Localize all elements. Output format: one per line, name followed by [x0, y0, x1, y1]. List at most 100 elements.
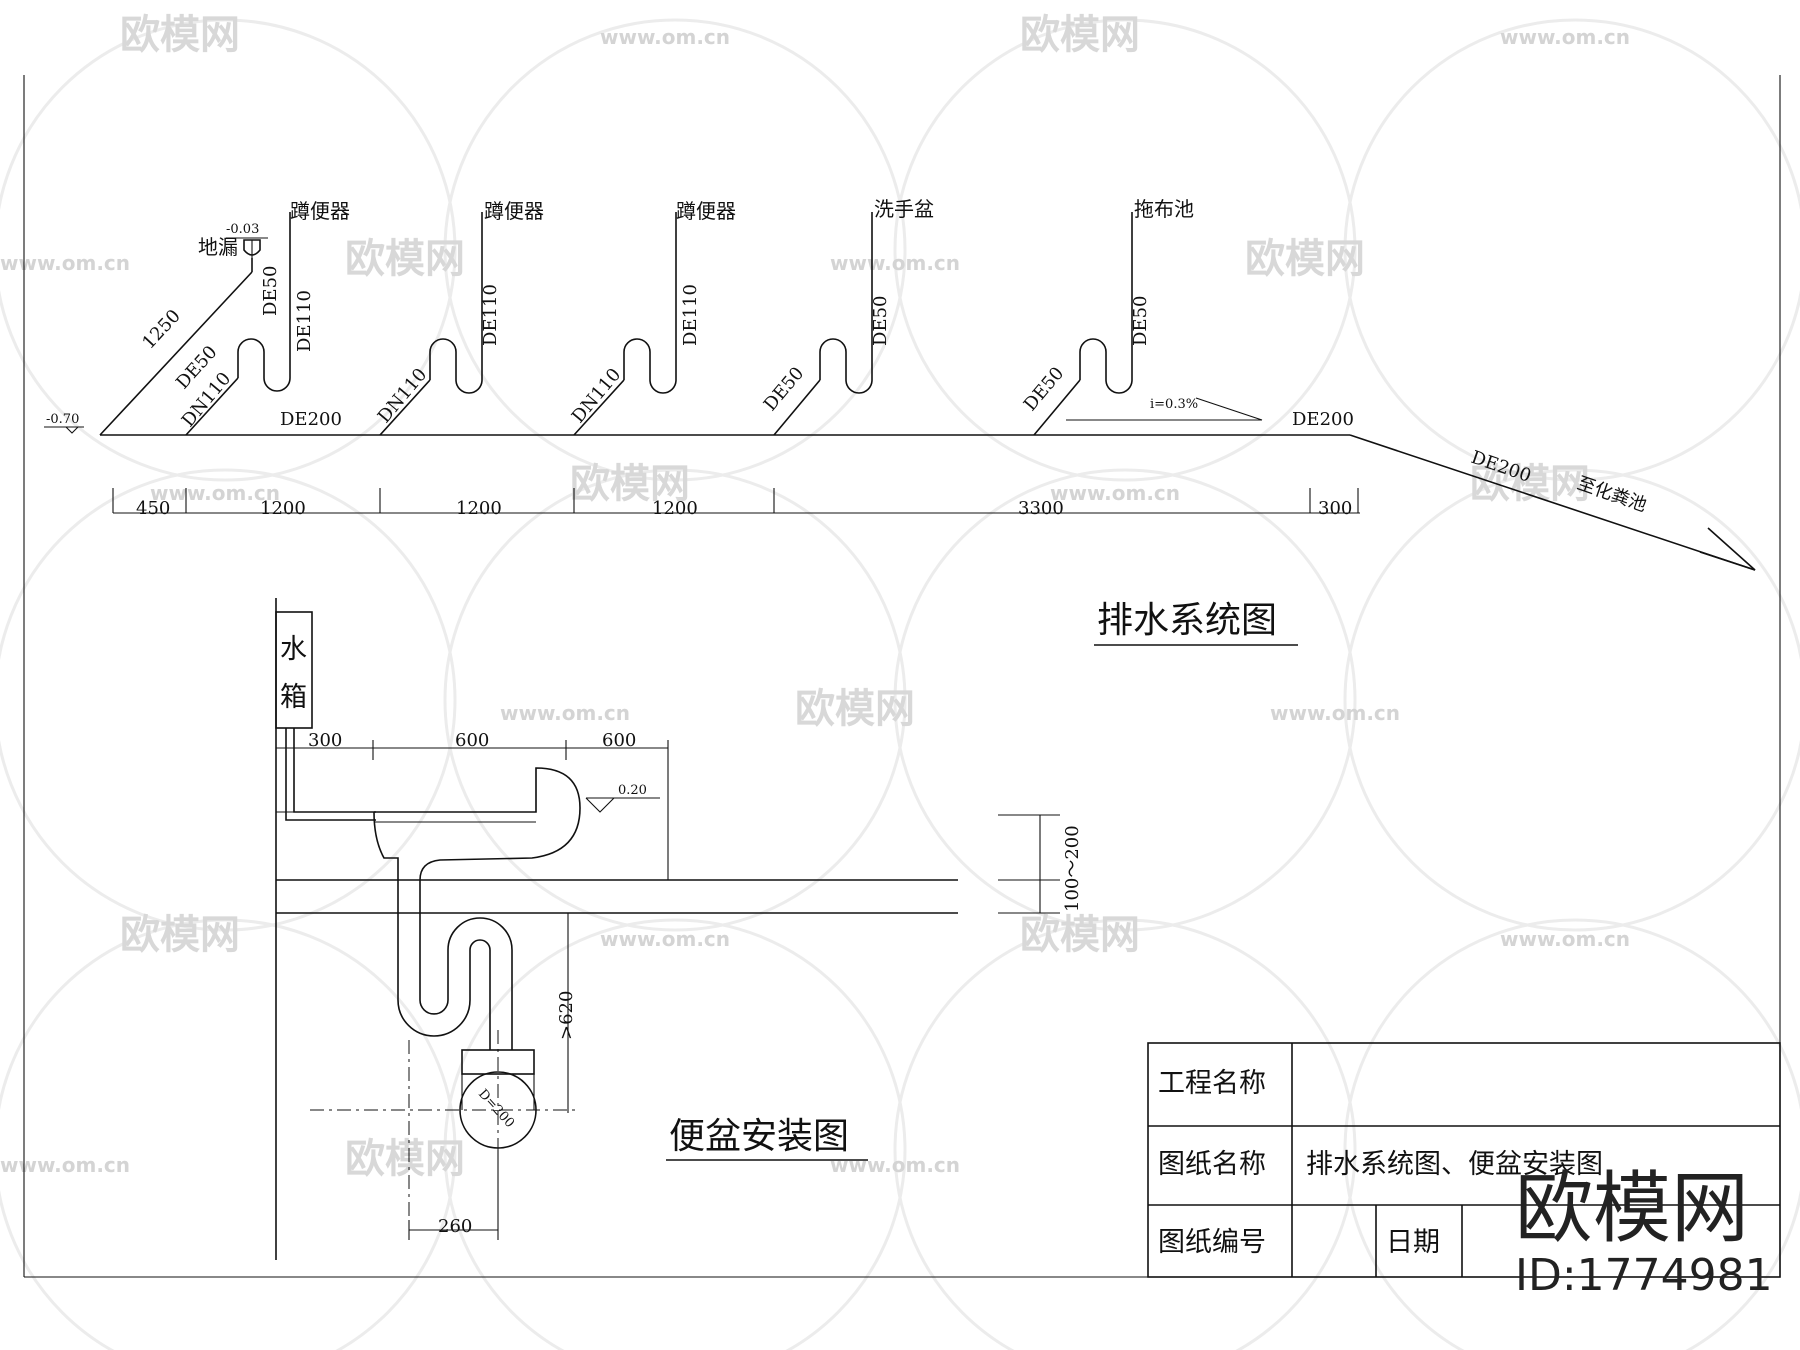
riser-label-1: DE110	[294, 290, 315, 352]
dim-6: 300	[1318, 498, 1352, 519]
watermark-circle	[443, 468, 907, 932]
diag-length-label: 1250	[138, 306, 185, 354]
watermark-url: www.om.cn	[0, 251, 130, 275]
main-label-right: DE200	[1292, 409, 1354, 430]
start-level: -0.70	[46, 412, 79, 427]
pipe-dim: D=200	[475, 1087, 517, 1131]
branch-label-3: DN110	[568, 364, 626, 427]
watermark-logo: 欧模网	[345, 236, 465, 282]
toilet-diagram-title: 便盆安装图	[669, 1116, 849, 1157]
toilet-installation-diagram: 水 箱 300 600 600 0.20	[275, 598, 1083, 1260]
watermark-circle	[1343, 468, 1800, 932]
dim-4: 1200	[652, 498, 698, 519]
fixture-4-trap	[773, 212, 873, 436]
riser-label-2: DE110	[480, 284, 501, 346]
slope-label: i=0.3%	[1150, 397, 1198, 412]
watermark-url: www.om.cn	[600, 25, 730, 49]
level-label: 0.20	[618, 783, 647, 798]
watermark-logo: 欧模网	[1470, 461, 1590, 507]
tank-label-1: 水	[280, 634, 307, 665]
watermark-logo: 欧模网	[1020, 12, 1140, 58]
slope-indicator	[1066, 397, 1263, 421]
title-block: 工程名称 图纸名称 排水系统图、便盆安装图 图纸编号 日期	[1147, 1042, 1781, 1278]
watermark-url: www.om.cn	[1050, 481, 1180, 505]
dim-3: 1200	[456, 498, 502, 519]
watermark-url: www.om.cn	[0, 1153, 130, 1177]
height-dim: 100～200	[1062, 825, 1083, 912]
watermark-url: www.om.cn	[600, 927, 730, 951]
watermark-logo: 欧模网	[120, 12, 240, 58]
fixture-label-1: 蹲便器	[290, 199, 350, 223]
date-label: 日期	[1386, 1227, 1440, 1258]
watermark-logo: 欧模网	[120, 912, 240, 958]
watermark-logo: 欧模网	[1020, 912, 1140, 958]
watermark-url: www.om.cn	[1500, 25, 1630, 49]
riser-label-5: DE50	[1130, 296, 1151, 346]
riser-label-4: DE50	[870, 296, 891, 346]
fixture-label-5: 拖布池	[1134, 197, 1194, 221]
watermark-circle	[893, 468, 1357, 932]
watermark-circle	[0, 918, 457, 1350]
s-trap	[397, 917, 513, 1050]
level-mark	[585, 797, 615, 813]
branch-label-5: DE50	[1020, 363, 1069, 415]
dim-5: 3300	[1018, 498, 1064, 519]
watermark-circle	[443, 918, 907, 1350]
depth-dim: >620	[556, 991, 577, 1040]
fixture-label-3: 蹲便器	[676, 199, 736, 223]
outlet-arrow	[1699, 527, 1756, 571]
branch-label-2: DN110	[374, 364, 432, 427]
toilet-dim-1: 300	[308, 730, 342, 751]
dim-1: 450	[136, 498, 170, 519]
watermark-circle	[0, 18, 457, 482]
main-label-left: DE200	[280, 409, 342, 430]
watermark-logo: 欧模网	[345, 1136, 465, 1182]
watermark-url: www.om.cn	[500, 701, 630, 725]
drawing-number-label: 图纸编号	[1158, 1227, 1266, 1258]
floor-slab	[276, 879, 958, 914]
watermark-circle	[443, 18, 907, 482]
floor-drain-riser-label: DE50	[260, 266, 281, 316]
fixture-3-trap	[573, 212, 677, 436]
brand-name: 欧模网	[1515, 1164, 1749, 1254]
watermark-circle	[893, 918, 1357, 1350]
floor-drain-label: 地漏	[198, 235, 238, 259]
branch-label-4: DE50	[760, 363, 809, 415]
squat-toilet-body	[373, 767, 581, 970]
watermark-logo: 欧模网	[795, 686, 915, 732]
watermark-circle	[0, 468, 457, 932]
floor-drain-symbol	[243, 239, 261, 258]
watermark-circle	[1343, 918, 1800, 1350]
brand-id: ID:1774981	[1515, 1250, 1773, 1301]
start-level-mark	[65, 426, 79, 434]
riser-label-3: DE110	[680, 284, 701, 346]
toilet-dim-3: 600	[602, 730, 636, 751]
toilet-dim-2: 600	[455, 730, 489, 751]
fixture-1-trap	[185, 212, 291, 436]
brand-overlay: 欧模网 ID:1774981	[1515, 1164, 1773, 1301]
watermark-url: www.om.cn	[830, 251, 960, 275]
fixture-2-trap	[379, 212, 483, 436]
drawing-name-label: 图纸名称	[1158, 1149, 1266, 1180]
tank-label-2: 箱	[280, 682, 307, 713]
watermark-url: www.om.cn	[1500, 927, 1630, 951]
watermark-url: www.om.cn	[830, 1153, 960, 1177]
outlet-pipe	[1349, 434, 1756, 571]
watermark-logo: 欧模网	[570, 461, 690, 507]
drawing-name-value: 排水系统图、便盆安装图	[1306, 1149, 1603, 1180]
fixture-label-4: 洗手盆	[874, 197, 934, 221]
watermark-circle	[1343, 18, 1800, 482]
floor-drain-level: -0.03	[226, 222, 259, 237]
fixture-5-trap	[1033, 212, 1133, 436]
fixture-label-2: 蹲便器	[484, 199, 544, 223]
watermark-logo: 欧模网	[1245, 236, 1365, 282]
project-name-label: 工程名称	[1158, 1068, 1266, 1099]
watermark-circle	[893, 18, 1357, 482]
watermark-url: www.om.cn	[1270, 701, 1400, 725]
bottom-dim: 260	[438, 1216, 472, 1237]
drainage-diagram-title: 排水系统图	[1097, 600, 1277, 641]
watermark-url: www.om.cn	[150, 481, 280, 505]
dimension-line	[112, 488, 1360, 514]
